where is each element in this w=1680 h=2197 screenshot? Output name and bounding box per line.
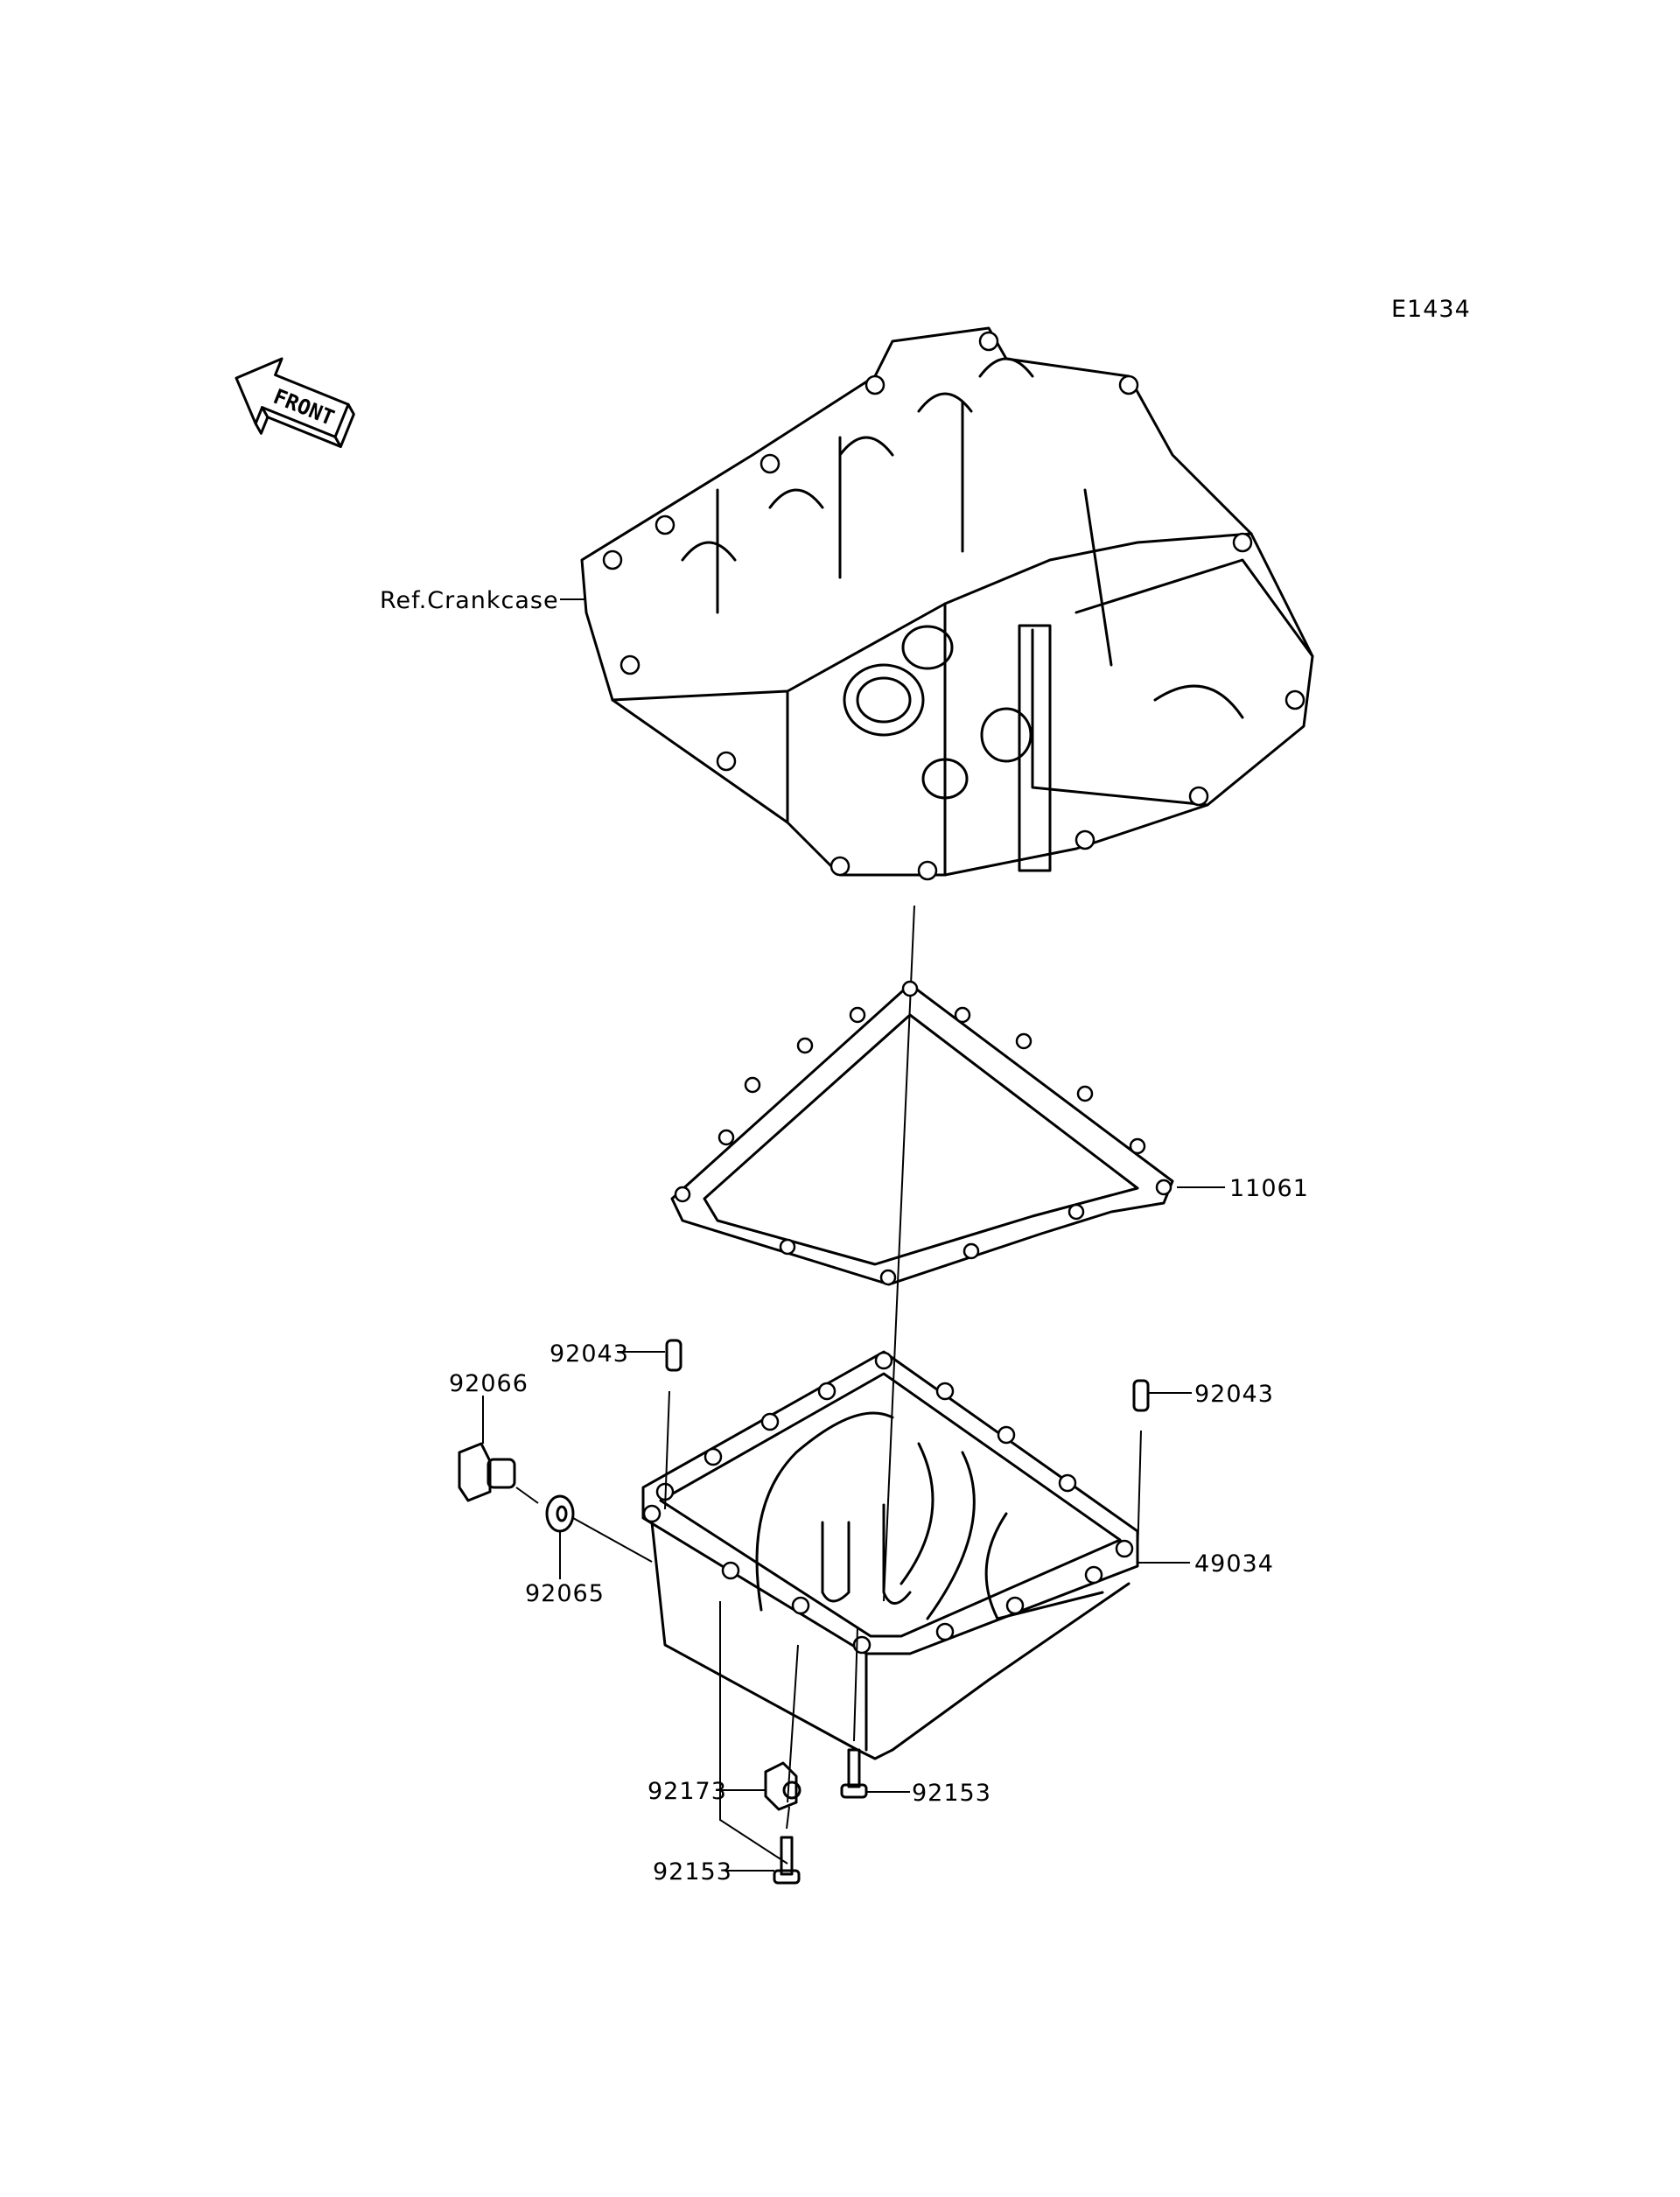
washer-part-number: 92065 — [525, 1580, 605, 1607]
dowel-pin-right-icon — [1132, 1379, 1150, 1412]
washer-icon — [545, 1494, 575, 1533]
oil-pan-drawing — [641, 1350, 1139, 1760]
drain-plug-part-number: 92066 — [449, 1370, 528, 1397]
bolt-bottom-icon — [773, 1836, 801, 1885]
clamp-part-number: 92173 — [648, 1778, 727, 1805]
crankcase-drawing — [580, 326, 1314, 881]
front-arrow-icon: FRONT — [234, 357, 355, 448]
oil-pan-part-number: 49034 — [1194, 1550, 1274, 1578]
drain-plug-icon — [458, 1442, 516, 1502]
diagram-id: E1434 — [1391, 296, 1471, 323]
bolt-right-part-number: 92153 — [912, 1780, 991, 1807]
clamp-icon — [764, 1761, 802, 1811]
bolt-right-icon — [840, 1748, 868, 1799]
ref-crankcase-label: Ref.Crankcase — [380, 587, 559, 614]
dowel-pin-left-icon — [665, 1339, 682, 1372]
gasket-part-number: 11061 — [1229, 1175, 1309, 1202]
dowel-right-part-number: 92043 — [1194, 1381, 1274, 1408]
bolt-bottom-part-number: 92153 — [653, 1858, 732, 1886]
dowel-left-part-number: 92043 — [550, 1340, 629, 1368]
gasket-drawing — [670, 980, 1174, 1286]
